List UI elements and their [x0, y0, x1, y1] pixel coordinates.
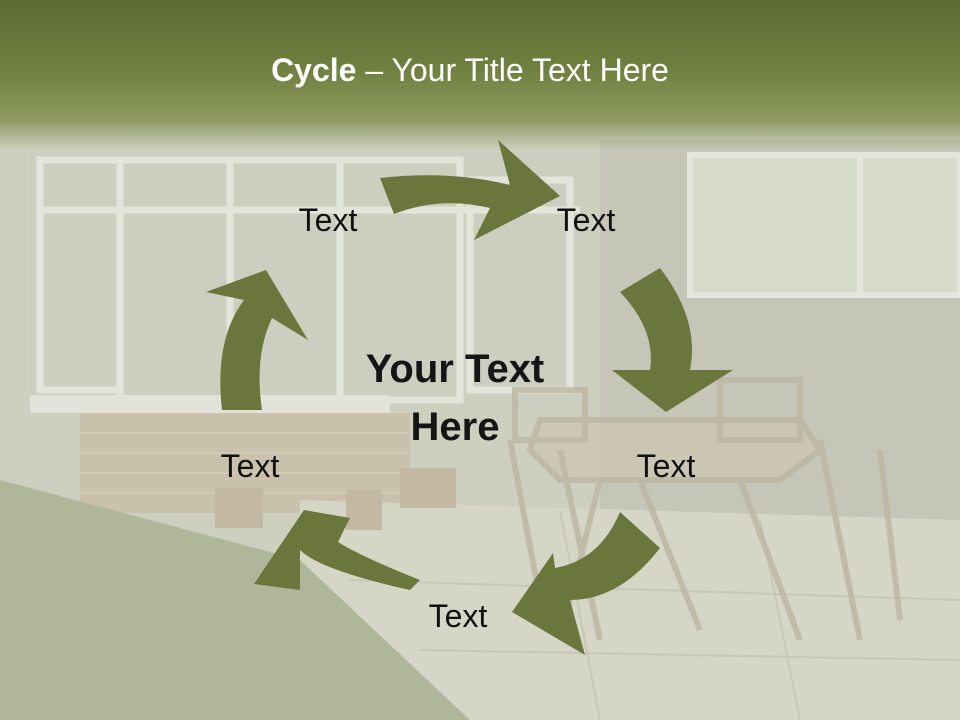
cycle-node-4: Text — [428, 598, 488, 634]
cycle-arrow-4 — [254, 510, 420, 590]
cycle-arrow-5 — [206, 270, 308, 410]
cycle-node-3: Text — [636, 448, 696, 484]
cycle-arrow-3 — [512, 512, 660, 655]
center-text-line-2: Here — [410, 405, 500, 449]
slide-title: Cycle – Your Title Text Here — [0, 52, 940, 89]
cycle-node-1: Text — [298, 202, 358, 238]
title-bar — [0, 0, 960, 150]
title-rest: – Your Title Text Here — [356, 52, 669, 88]
title-bold: Cycle — [271, 52, 357, 88]
cycle-node-5: Text — [220, 448, 280, 484]
cycle-arrow-2 — [612, 268, 733, 412]
cycle-node-2: Text — [556, 202, 616, 238]
center-text-line-1: Your Text — [365, 347, 545, 391]
center-text: Your Text Here — [335, 340, 575, 456]
cycle-arrow-1 — [380, 140, 560, 240]
